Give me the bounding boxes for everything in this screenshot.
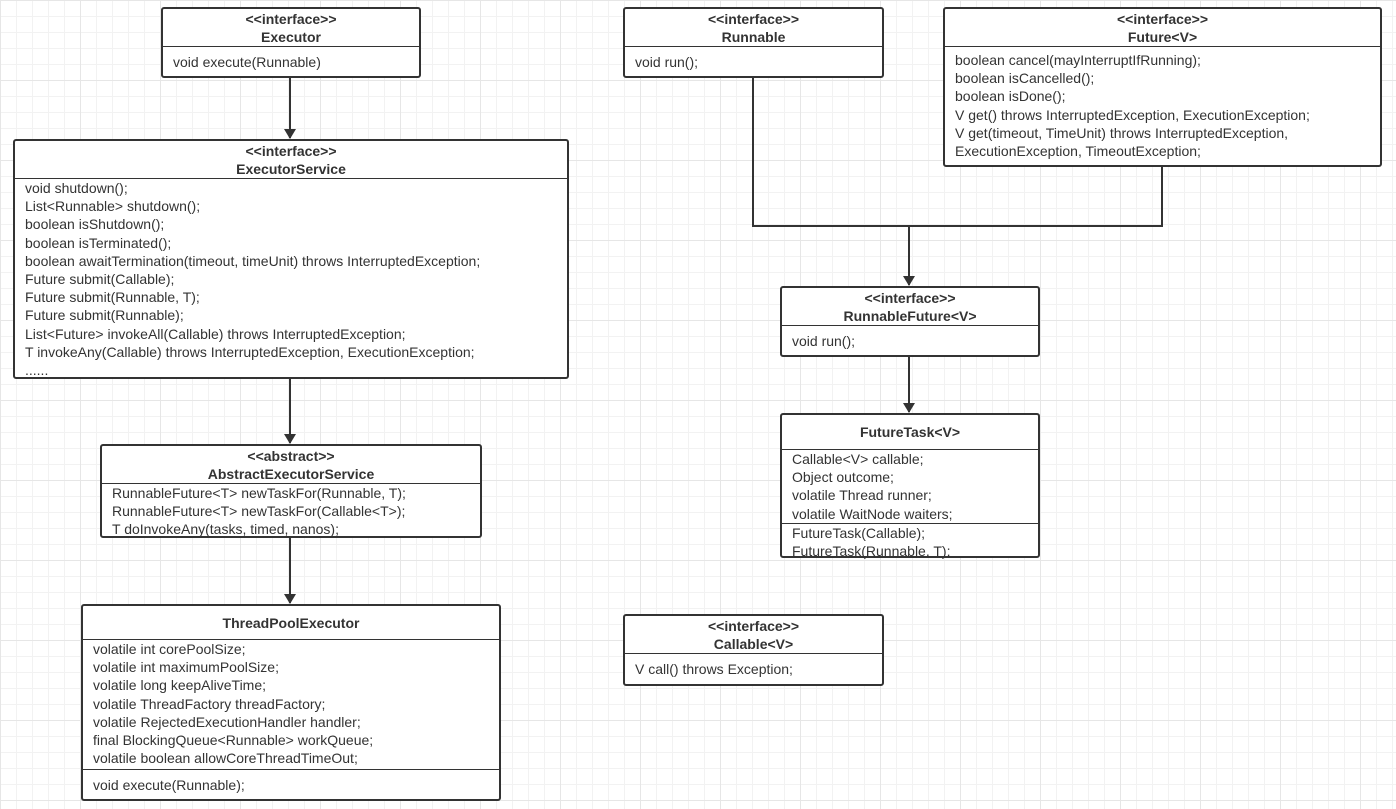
class-stereotype: <<interface>> (245, 10, 337, 27)
methods-section: void shutdown(); List<Runnable> shutdown(… (15, 179, 567, 379)
methods-section: void execute(Runnable); (83, 769, 499, 800)
class-method: void execute(Runnable) (173, 54, 321, 70)
class-method: boolean awaitTermination(timeout, timeUn… (25, 252, 481, 269)
class-field: volatile long keepAliveTime; (93, 677, 267, 694)
class-method: void execute(Runnable); (93, 777, 245, 793)
class-method: Future submit(Callable); (25, 271, 175, 288)
class-runnable[interactable]: <<interface>>Runnable void run(); (623, 7, 884, 78)
class-header: <<abstract>>AbstractExecutorService (102, 446, 480, 484)
class-runnable-future[interactable]: <<interface>>RunnableFuture<V> void run()… (780, 286, 1040, 357)
class-header: <<interface>>Future<V> (945, 9, 1380, 47)
methods-section: V call() throws Exception; (625, 654, 882, 684)
class-method: boolean isCancelled(); (955, 70, 1095, 87)
class-method: void shutdown(); (25, 180, 128, 196)
class-thread-pool-executor[interactable]: ThreadPoolExecutor volatile int corePoolS… (81, 604, 501, 801)
class-method: boolean isDone(); (955, 88, 1066, 105)
class-field: volatile ThreadFactory threadFactory; (93, 695, 326, 712)
class-method: V get() throws InterruptedException, Exe… (955, 106, 1310, 123)
class-header: FutureTask<V> (782, 415, 1038, 450)
class-field: volatile int maximumPoolSize; (93, 659, 279, 676)
class-method: boolean isTerminated(); (25, 234, 172, 251)
methods-section: void run(); (782, 326, 1038, 356)
class-method: FutureTask(Callable); (792, 525, 926, 541)
class-method: Future submit(Runnable, T); (25, 289, 200, 306)
class-stereotype: <<interface>> (245, 142, 337, 159)
methods-section: boolean cancel(mayInterruptIfRunning); bo… (945, 47, 1380, 166)
class-field: volatile boolean allowCoreThreadTimeOut; (93, 750, 358, 767)
methods-section: void execute(Runnable) (163, 47, 419, 77)
methods-section: FutureTask(Callable); FutureTask(Runnable… (782, 523, 1038, 560)
class-method: RunnableFuture<T> newTaskFor(Callable<T>… (112, 503, 406, 520)
class-stereotype: <<interface>> (707, 617, 800, 634)
class-method: void run(); (792, 333, 856, 349)
class-name: FutureTask<V> (859, 424, 961, 440)
class-header: <<interface>>Executor (163, 9, 419, 47)
class-header: ThreadPoolExecutor (83, 606, 499, 640)
class-method: boolean cancel(mayInterruptIfRunning); (955, 52, 1201, 68)
class-method: void run(); (635, 54, 699, 70)
fields-section: Callable<V> callable;Object outcome;vola… (782, 450, 1038, 523)
class-header: <<interface>>Runnable (625, 9, 882, 47)
class-future[interactable]: <<interface>>Future<V>boolean cancel(may… (943, 7, 1382, 167)
class-field: Object outcome; (792, 469, 894, 486)
class-field: volatile Thread runner; (792, 487, 932, 504)
class-name: Future<V> (1127, 28, 1198, 45)
class-method: FutureTask(Runnable, T); (792, 543, 951, 560)
methods-section: RunnableFuture<T> newTaskFor(Runnable, T… (102, 484, 480, 539)
class-method: RunnableFuture<T> newTaskFor(Runnable, T… (112, 485, 406, 501)
class-future-task[interactable]: FutureTask<V> Callable<V> callable; Object… (780, 413, 1040, 560)
class-stereotype: <<abstract>> (247, 447, 335, 464)
class-field: volatile int corePoolSize; (93, 641, 246, 657)
class-field: final BlockingQueue<Runnable> workQueue; (93, 732, 374, 749)
class-method: T invokeAny(Callable) throws Interrupted… (25, 343, 475, 360)
class-method: boolean isShutdown(); (25, 216, 165, 233)
class-method: Future submit(Runnable); (25, 307, 184, 324)
class-method: T doInvokeAny(tasks, timed, nanos); (112, 521, 339, 538)
class-name: Executor (261, 28, 321, 45)
class-executor[interactable]: <<interface>>Executor void execute(Runnab… (161, 7, 421, 78)
class-field: volatile WaitNode waiters; (792, 505, 953, 522)
class-field: Callable<V> callable; (792, 451, 924, 467)
fields-section: volatile int corePoolSize; volatile int m… (83, 640, 499, 769)
class-callable[interactable]: <<interface>>Callable<V> V call() throws … (623, 614, 884, 686)
class-header: <<interface>>RunnableFuture<V> (782, 288, 1038, 326)
class-method: V call() throws Exception; (635, 661, 793, 677)
class-header: <<interface>>Callable<V> (625, 616, 882, 654)
class-stereotype: <<interface>> (1116, 10, 1209, 27)
line-runnable-join (752, 77, 1163, 227)
methods-section: void run(); (625, 47, 882, 77)
class-method: V get(timeout, TimeUnit) throws Interrup… (955, 124, 1289, 141)
class-name: AbstractExecutorService (207, 465, 375, 482)
class-method: ...... (25, 362, 49, 379)
class-name: Callable<V> (713, 635, 794, 652)
class-name: ThreadPoolExecutor (222, 614, 360, 631)
class-stereotype: <<interface>> (707, 10, 800, 27)
class-header: <<interface>>ExecutorService (15, 141, 567, 179)
class-method: ExecutionException, TimeoutException; (955, 143, 1201, 160)
class-stereotype: <<interface>> (864, 289, 956, 306)
class-method: List<Future> invokeAll(Callable) throws … (25, 325, 406, 342)
class-name: ExecutorService (236, 160, 346, 177)
class-name: Runnable (721, 28, 786, 45)
class-method: List<Runnable> shutdown(); (25, 198, 201, 215)
class-field: volatile RejectedExecutionHandler handle… (93, 713, 361, 730)
class-name: RunnableFuture<V> (843, 307, 977, 324)
